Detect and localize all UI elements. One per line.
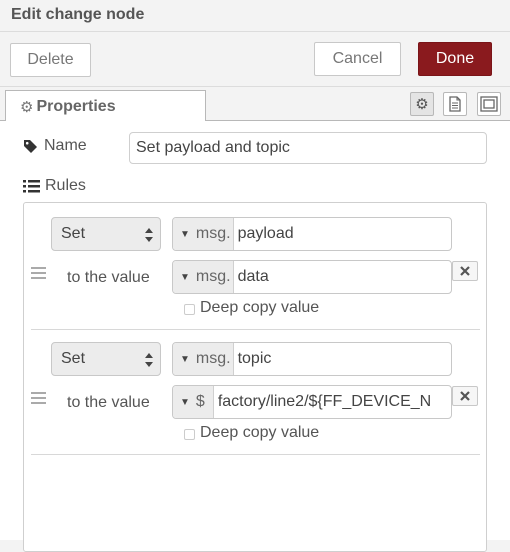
drag-handle-icon[interactable] <box>31 267 46 279</box>
gear-icon: ⚙ <box>415 96 429 113</box>
tab-properties[interactable]: ⚙ Properties <box>5 90 206 122</box>
typed-input-type-selector[interactable]: ▼ msg. <box>173 218 234 250</box>
delete-button[interactable]: Delete <box>10 43 91 77</box>
rule-divider <box>31 329 480 330</box>
properties-panel: Name Set payload and topic Rules Set <box>0 121 510 552</box>
close-icon <box>460 266 470 276</box>
typed-input-type-selector[interactable]: ▼ msg. <box>173 261 234 293</box>
rule-delete-button[interactable] <box>452 261 478 281</box>
rule-action-value: Set <box>61 350 86 367</box>
typed-input-type: msg. <box>195 350 231 367</box>
caret-down-icon: ▼ <box>180 228 190 240</box>
typed-input-type-selector[interactable]: ▼ msg. <box>173 343 234 375</box>
rules-list: Set ▼ msg. payload to the value ▼ msg. <box>23 202 487 552</box>
rule-target-input[interactable]: ▼ msg. payload <box>172 217 452 251</box>
select-arrows-icon <box>145 353 153 367</box>
name-label-text: Name <box>44 137 87 154</box>
list-icon <box>23 179 40 192</box>
name-label: Name <box>23 137 87 155</box>
rules-label: Rules <box>23 177 86 195</box>
rule-target-input[interactable]: ▼ msg. topic <box>172 342 452 376</box>
tab-properties-label: Properties <box>36 97 116 115</box>
tray-title: Edit change node <box>11 6 145 23</box>
deep-copy-checkbox[interactable] <box>184 429 195 440</box>
name-input[interactable]: Set payload and topic <box>129 132 487 164</box>
tag-icon <box>24 139 37 153</box>
caret-down-icon: ▼ <box>180 353 190 365</box>
rule-action-select[interactable]: Set <box>51 342 161 376</box>
cancel-button[interactable]: Cancel <box>314 42 401 76</box>
rule-action-value: Set <box>61 225 86 242</box>
rule-value-input[interactable]: ▼ msg. data <box>172 260 452 294</box>
tab-appearance-button[interactable] <box>477 92 501 116</box>
caret-down-icon: ▼ <box>180 271 190 283</box>
typed-input-type: $ <box>195 393 205 410</box>
typed-input-value[interactable]: data <box>237 268 269 285</box>
tray-toolbar: Delete Cancel Done <box>0 33 510 87</box>
select-arrows-icon <box>145 228 153 242</box>
drag-handle-icon[interactable] <box>31 392 46 404</box>
deep-copy-checkbox[interactable] <box>184 304 195 315</box>
tab-settings-button[interactable]: ⚙ <box>410 92 434 116</box>
typed-input-value[interactable]: topic <box>237 350 272 367</box>
rule-delete-button[interactable] <box>452 386 478 406</box>
to-the-value-label: to the value <box>67 394 150 411</box>
rule-divider <box>31 454 480 455</box>
tab-description-button[interactable] <box>443 92 467 116</box>
rule-value-input[interactable]: ▼ $ factory/line2/${FF_DEVICE_N <box>172 385 452 419</box>
close-icon <box>460 391 470 401</box>
typed-input-type: msg. <box>195 225 231 242</box>
deep-copy-label: Deep copy value <box>200 424 320 441</box>
deep-copy-label: Deep copy value <box>200 299 320 316</box>
typed-input-value[interactable]: factory/line2/${FF_DEVICE_N <box>217 393 432 410</box>
typed-input-type-selector[interactable]: ▼ $ <box>173 386 214 418</box>
document-icon <box>449 96 461 112</box>
gear-icon: ⚙ <box>20 98 34 116</box>
typed-input-type: msg. <box>195 268 231 285</box>
typed-input-value[interactable]: payload <box>237 225 294 242</box>
rule-action-select[interactable]: Set <box>51 217 161 251</box>
tabs-bar: ⚙ Properties ⚙ <box>0 87 510 122</box>
node-appearance-icon <box>480 96 498 112</box>
rules-label-text: Rules <box>45 177 86 194</box>
done-button[interactable]: Done <box>418 42 492 76</box>
tray-header: Edit change node <box>0 0 510 32</box>
caret-down-icon: ▼ <box>180 396 190 408</box>
to-the-value-label: to the value <box>67 269 150 286</box>
